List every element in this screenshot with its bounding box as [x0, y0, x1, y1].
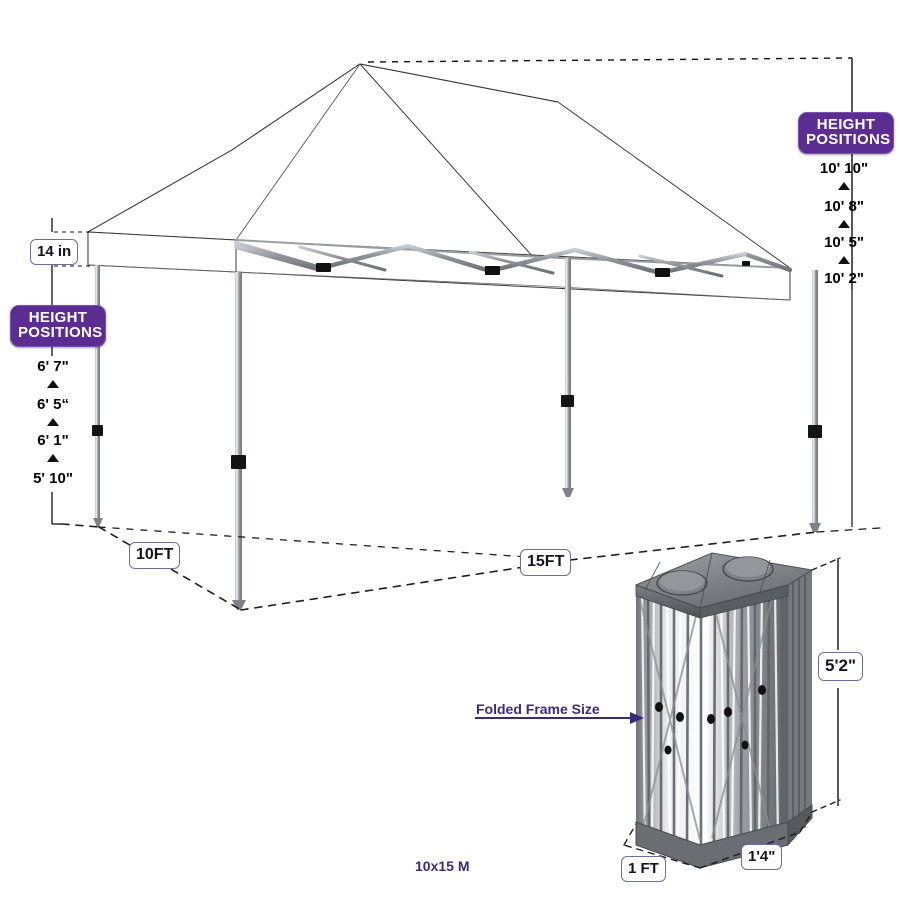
folded-width-callout: 1 FT	[621, 856, 666, 882]
folded-frame-bottom-cap	[635, 804, 813, 869]
peak-scale-arrow-1	[838, 182, 850, 190]
leg-scale-arrow-2	[47, 418, 59, 426]
ground-footprint	[61, 523, 881, 611]
folded-height-callout: 5'2"	[818, 652, 864, 681]
peak-scale-arrow-2	[838, 220, 850, 228]
badge-line-2: POSITIONS	[18, 324, 103, 342]
valance-height-callout: 14 in	[30, 239, 79, 265]
folded-frame-top-cap	[634, 552, 814, 619]
scissor-truss	[233, 239, 793, 278]
peak-height-value-1: 10' 10"	[819, 160, 869, 177]
leg-adjust-clip	[92, 395, 822, 469]
folded-frame-arrow	[475, 712, 644, 724]
height-positions-badge-peak: HEIGHT POSITIONS	[798, 112, 894, 154]
badge-line-2: POSITIONS	[806, 131, 891, 149]
badge-line-1: HEIGHT	[28, 309, 88, 326]
peak-height-value-4: 10' 2"	[824, 270, 864, 287]
badge-line-1: HEIGHT	[816, 116, 876, 133]
folded-depth-callout: 1'4"	[741, 844, 783, 870]
width-callout: 10FT	[129, 542, 181, 569]
leg-height-value-2: 6' 5“	[37, 396, 69, 413]
leg-height-value-3: 6' 1"	[37, 432, 69, 449]
folded-frame-label: Folded Frame Size	[476, 701, 600, 717]
peak-height-value-2: 10' 8"	[824, 198, 864, 215]
model-caption: 10x15 M	[415, 858, 470, 874]
leg-scale-arrow-1	[47, 380, 59, 388]
peak-height-value-3: 10' 5"	[824, 234, 864, 251]
length-callout: 15FT	[520, 549, 572, 576]
leg-scale-arrow-3	[47, 454, 59, 462]
leg-height-value-1: 6' 7"	[37, 358, 69, 375]
folded-frame	[623, 552, 841, 869]
height-positions-badge-leg: HEIGHT POSITIONS	[10, 305, 106, 347]
peak-scale-arrow-3	[838, 256, 850, 264]
truss-joint	[316, 261, 750, 277]
canopy-legs	[93, 258, 821, 610]
canopy-fabric	[87, 63, 791, 301]
folded-frame-joint	[655, 685, 766, 755]
leg-height-value-4: 5' 10"	[33, 470, 73, 487]
